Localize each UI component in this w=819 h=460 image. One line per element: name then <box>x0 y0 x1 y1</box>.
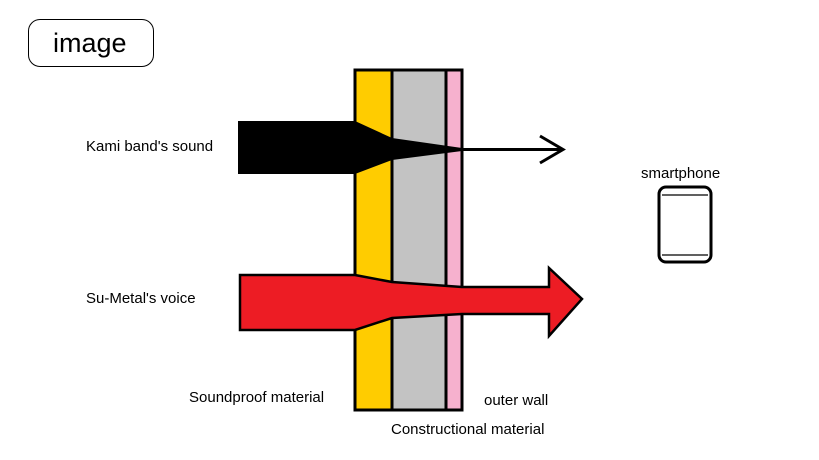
diagram-title: image <box>28 19 154 67</box>
kami-band-label: Kami band's sound <box>86 138 214 155</box>
soundproof-layer <box>353 68 394 412</box>
su-metal-voice-arrow <box>238 265 584 340</box>
smartphone-icon <box>657 185 713 264</box>
kami-band-sound-band <box>238 121 462 174</box>
soundproof-label: Soundproof material <box>189 389 325 406</box>
outer-wall-label: outer wall <box>484 392 549 409</box>
smartphone-label: smartphone <box>641 165 721 182</box>
constructional-label: Constructional material <box>391 421 545 438</box>
constructional-layer <box>390 68 448 412</box>
kami-band-sound-arrowhead <box>539 134 566 165</box>
su-metal-label: Su-Metal's voice <box>86 290 196 307</box>
outer-wall-layer <box>444 68 464 412</box>
